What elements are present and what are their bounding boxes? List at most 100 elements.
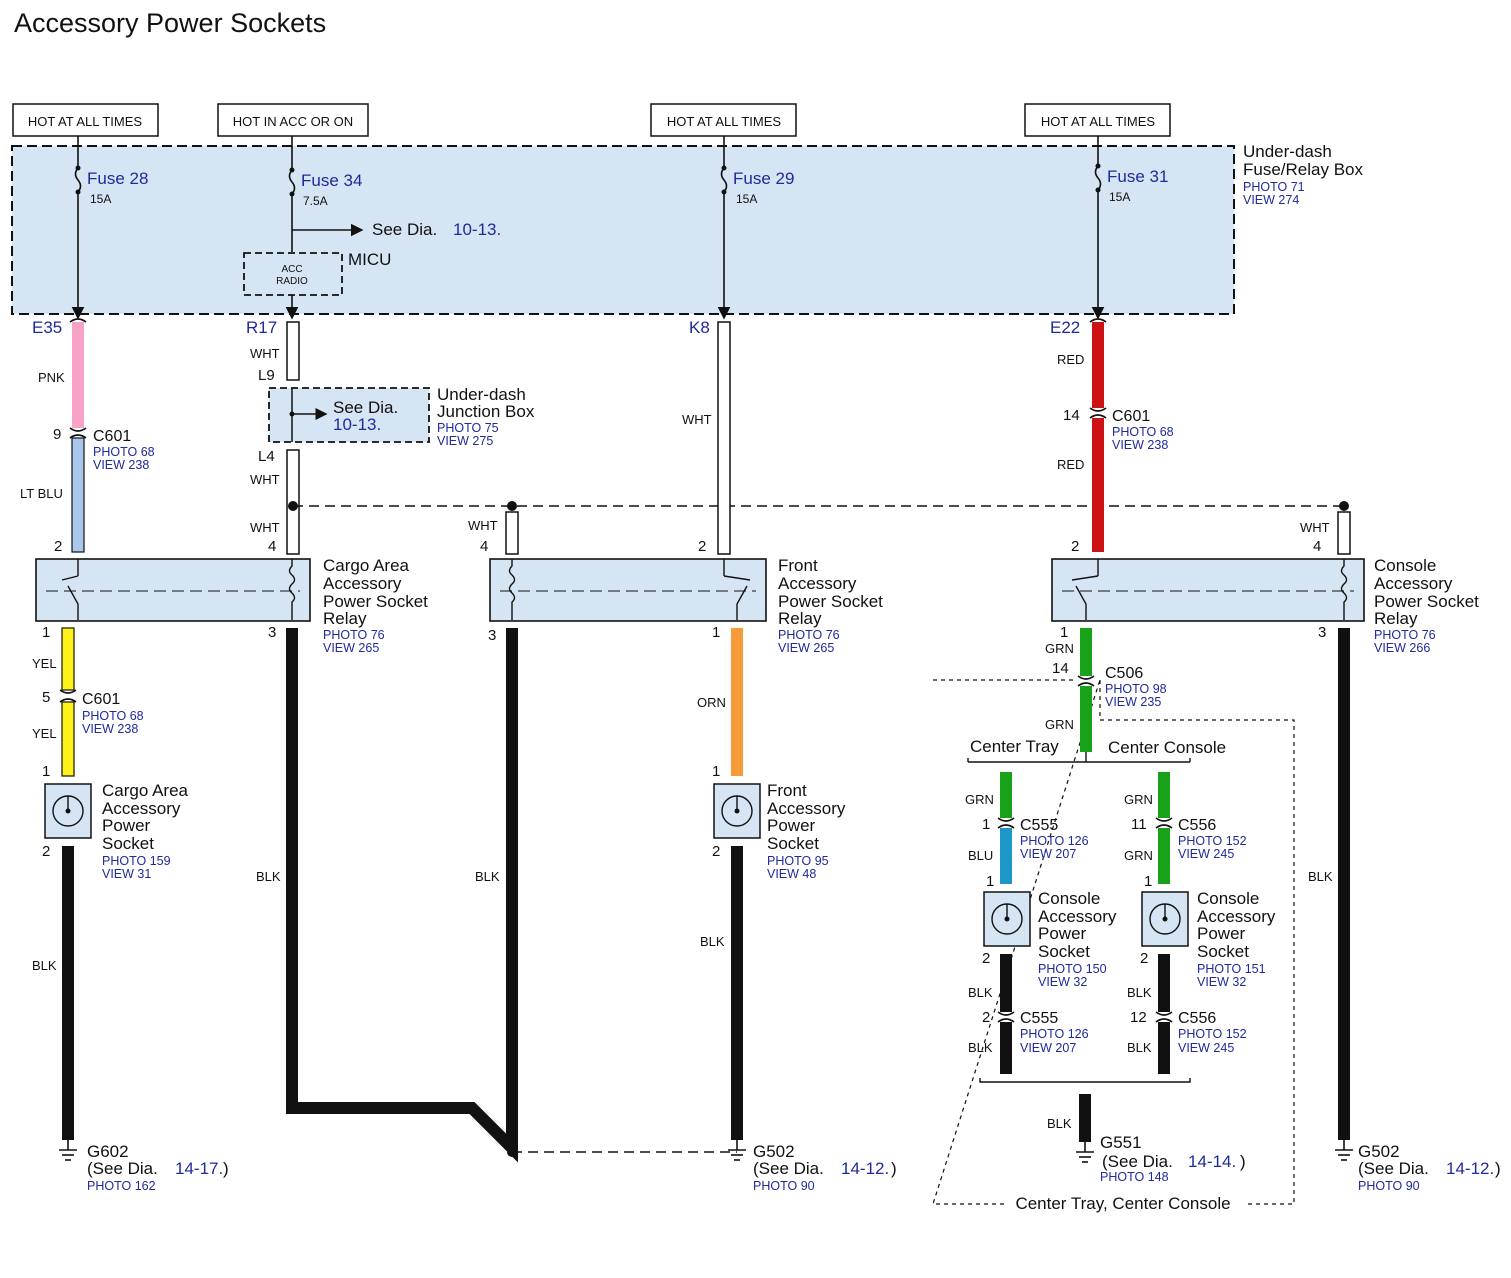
relay-cargo <box>35 558 311 622</box>
center-region-label: Center Tray, Center Console <box>1015 1194 1230 1213</box>
relay3-pin-4: 4 <box>1313 538 1321 555</box>
wire-label-grn-2: GRN <box>1045 717 1074 732</box>
socket-front-name-1: Front <box>767 781 807 800</box>
socket-tray-photo: PHOTO 150 <box>1038 962 1107 976</box>
socket-cargo-name-2: Accessory <box>102 799 181 818</box>
wire-label-blk-10: BLK <box>1308 869 1333 884</box>
ground-symbol-3 <box>1076 1142 1094 1163</box>
ground-g602-name: G602 <box>87 1142 129 1161</box>
socket-console-name-3: Power <box>1197 924 1246 943</box>
ground-symbol-4 <box>1335 1140 1353 1161</box>
ground-symbol-1 <box>59 1140 77 1161</box>
relay-front-photo: PHOTO 76 <box>778 628 840 642</box>
fuse-lines <box>71 136 1105 320</box>
wire-yel-1 <box>61 627 75 691</box>
relay1-pin-4: 4 <box>268 538 276 555</box>
wire-label-red-2: RED <box>1057 457 1084 472</box>
socket-tray-name-1: Console <box>1038 889 1100 908</box>
wire-orn <box>731 628 743 776</box>
socket-console-tray <box>983 891 1031 947</box>
c555-photo-2: PHOTO 126 <box>1020 1027 1089 1041</box>
see-dia-ref: 10-13. <box>453 220 501 239</box>
c555-view-1: VIEW 207 <box>1020 847 1076 861</box>
wire-blk-8 <box>1158 1022 1170 1074</box>
fuse-34-amp: 7.5A <box>303 194 328 208</box>
relay2-pin-2: 2 <box>698 538 706 555</box>
c555-pin-2: 2 <box>982 1009 990 1026</box>
ground-g502a-photo: PHOTO 90 <box>753 1179 815 1193</box>
relay-console-name-4: Relay <box>1374 609 1418 628</box>
junction-see: See Dia. <box>333 398 398 417</box>
wire-blk-1 <box>62 846 74 1140</box>
socket4-pin-2: 2 <box>1140 950 1148 967</box>
ground-g502b-photo: PHOTO 90 <box>1358 1179 1420 1193</box>
junction-photo: PHOTO 75 <box>437 421 499 435</box>
relay-front <box>489 558 767 622</box>
socket-tray-name-4: Socket <box>1038 942 1090 961</box>
relay-cargo-name-3: Power Socket <box>323 592 428 611</box>
fuse-31-label: Fuse 31 <box>1107 167 1168 186</box>
relay2-pin-4: 4 <box>480 538 488 555</box>
ground-g551-see: (See Dia. <box>1102 1152 1173 1171</box>
relay1-pin-2: 2 <box>54 538 62 555</box>
wire-wht-relay3-4 <box>1337 511 1351 555</box>
wire-label-wht-6: WHT <box>682 412 712 427</box>
junction-ref: 10-13. <box>333 415 381 434</box>
wire-yel-2 <box>61 701 75 777</box>
c556-label-1: C556 <box>1178 817 1216 834</box>
socket-cargo-name-3: Power <box>102 816 151 835</box>
fuse-28-amp: 15A <box>90 192 111 206</box>
relay3-pin-2: 2 <box>1071 538 1079 555</box>
relay-cargo-name-4: Relay <box>323 609 367 628</box>
wire-label-blk-8: BLK <box>1127 1040 1152 1055</box>
ground-g502b-see: (See Dia. <box>1358 1159 1429 1178</box>
socket-tray-name-2: Accessory <box>1038 907 1117 926</box>
junction-pin-l9: L9 <box>258 367 275 384</box>
socket-front <box>713 783 761 839</box>
micu-box <box>243 252 343 296</box>
c556-view-2: VIEW 245 <box>1178 1041 1234 1055</box>
c506-view: VIEW 235 <box>1105 695 1161 709</box>
relay1-pin-3: 3 <box>268 624 276 641</box>
c601-view-1: VIEW 238 <box>93 458 149 472</box>
wire-grn-3 <box>1000 772 1012 818</box>
socket-console-name-4: Socket <box>1197 942 1249 961</box>
relay-console-view: VIEW 266 <box>1374 641 1430 655</box>
ground-g502b-ref: 14-12. <box>1446 1159 1494 1178</box>
wire-label-yel-1: YEL <box>32 656 57 671</box>
c555-label-2: C555 <box>1020 1010 1058 1027</box>
conn-k8: K8 <box>689 318 710 337</box>
c555-pin-1: 1 <box>982 816 990 833</box>
socket-front-view: VIEW 48 <box>767 867 816 881</box>
socket-cargo-view: VIEW 31 <box>102 867 151 881</box>
junction-name-1: Under-dash <box>437 385 526 404</box>
wire-label-blk-4: BLK <box>700 934 725 949</box>
wire-blk-10 <box>1338 628 1350 1140</box>
wire-grn-4 <box>1158 772 1170 818</box>
relay2-pin-1: 1 <box>712 624 720 641</box>
page-title: Accessory Power Sockets <box>14 8 326 38</box>
wire-wht-relay2-4 <box>505 511 519 555</box>
center-console-label: Center Console <box>1108 738 1226 757</box>
c601-pin-14: 14 <box>1063 407 1080 424</box>
relay-console-name-2: Accessory <box>1374 574 1453 593</box>
relay2-pin-3: 3 <box>488 627 496 644</box>
junction-view: VIEW 275 <box>437 434 493 448</box>
c601-label-3: C601 <box>82 691 120 708</box>
wire-label-wht-3: WHT <box>250 520 280 535</box>
see-dia-label: See Dia. <box>372 220 437 239</box>
wire-label-wht-4: WHT <box>468 518 498 533</box>
wire-grn-1 <box>1080 628 1092 676</box>
hot-label-3: HOT AT ALL TIMES <box>667 114 781 129</box>
socket-console-photo: PHOTO 151 <box>1197 962 1266 976</box>
wire-label-wht-5: WHT <box>1300 520 1330 535</box>
wire-blk-cargo-relay <box>286 628 518 1163</box>
fuse-relay-box <box>11 145 1235 315</box>
socket2-pin-2: 2 <box>712 843 720 860</box>
hot-label-2: HOT IN ACC OR ON <box>233 114 353 129</box>
wire-blk-9 <box>1079 1094 1091 1142</box>
wire-grn-5 <box>1158 828 1170 884</box>
wire-label-blk-1: BLK <box>32 958 57 973</box>
c601-view-2: VIEW 238 <box>1112 438 1168 452</box>
ground-g602-ref: 14-17. <box>175 1159 223 1178</box>
